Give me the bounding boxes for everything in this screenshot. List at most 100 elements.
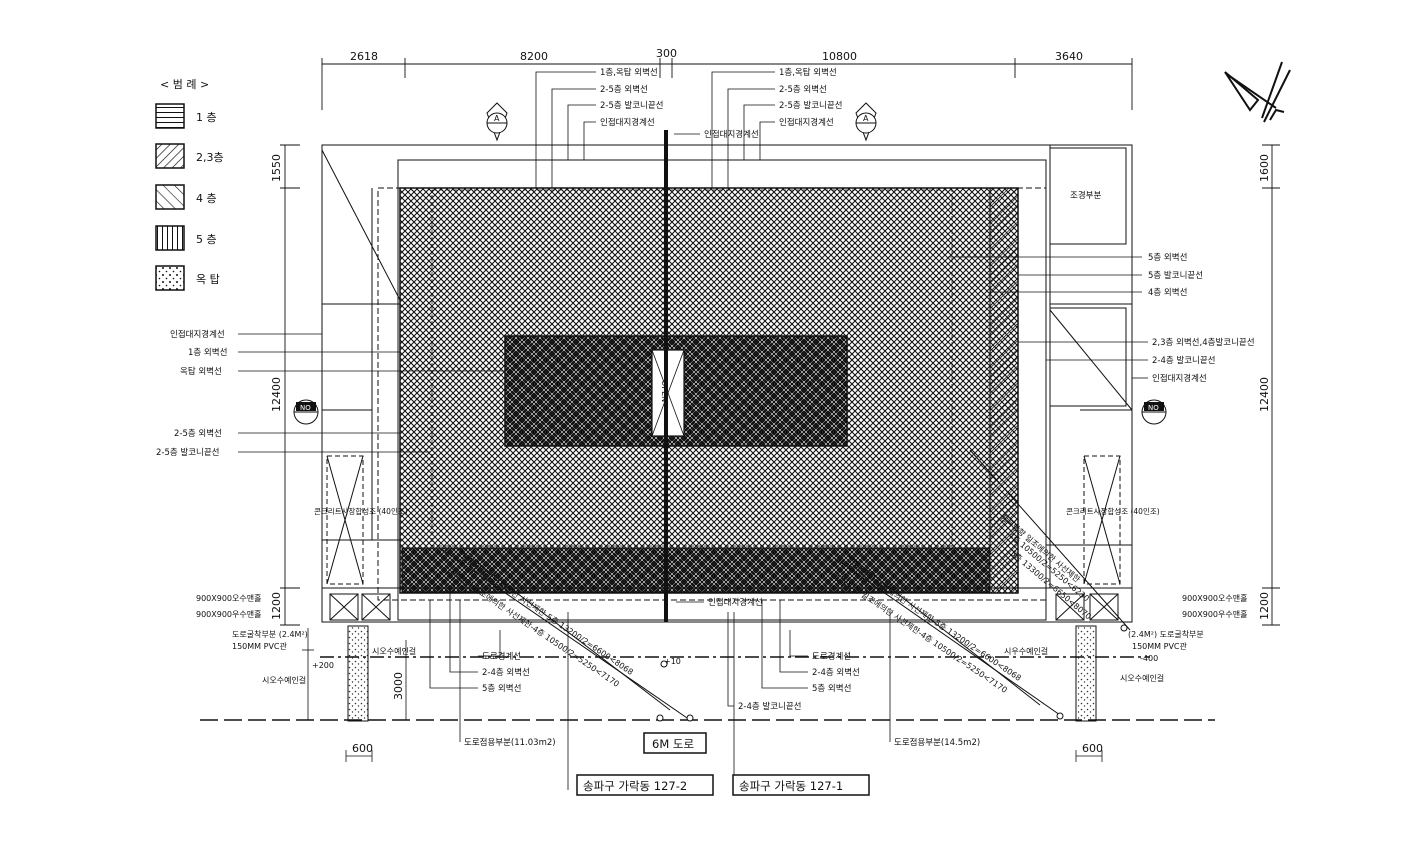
label-center-boundary-top: 인접대지경계선 <box>704 129 759 140</box>
section-marker-letter: A <box>494 114 500 123</box>
top-dimension-line <box>321 58 1133 110</box>
parking-left-label: 콘크리트사장합성조 (40인조) <box>314 506 408 516</box>
dim-left-2: 1200 <box>270 592 283 620</box>
dim-top-4: 3640 <box>1055 50 1083 63</box>
road-occupy-right: 도로점용부분(14.5m2) <box>894 737 980 748</box>
utility-right-2: (2.4M²) 도로굴착부분 <box>1128 630 1204 639</box>
bottom-left-0: 도로경계선 <box>482 651 521 662</box>
legend-label-1f: 1 층 <box>196 111 217 124</box>
address-left-box: 송파구 가락동 127-2 <box>576 774 714 796</box>
manhole-left <box>329 593 391 621</box>
dim-top-3: 10800 <box>822 50 857 63</box>
road-label: 6M 도로 <box>652 737 694 751</box>
legend-title: < 범 례 > <box>160 78 209 91</box>
pipe-trench-right <box>1075 625 1097 722</box>
label-left-1: 1층 외벽선 <box>188 347 227 358</box>
manhole-right <box>1055 593 1119 621</box>
label-right-2: 4층 외벽선 <box>1148 287 1187 298</box>
address-left: 송파구 가락동 127-2 <box>583 779 687 793</box>
bottom-left-2: 5층 외벽선 <box>482 683 521 694</box>
side-dimension-lines <box>280 144 1280 626</box>
label-right-4: 2-4층 발코니끝선 <box>1152 355 1216 366</box>
dim-top-0: 2618 <box>350 50 378 63</box>
parking-right <box>1083 455 1121 585</box>
label-top-right-3: 인접대지경계선 <box>779 117 834 128</box>
utility-left-0: 900X900오수맨홀 <box>196 593 261 603</box>
legend-swatch-rooftop <box>155 265 185 291</box>
utility-right-1: 900X900우수맨홀 <box>1182 609 1247 619</box>
label-right-1: 5층 발코니끝선 <box>1148 270 1203 281</box>
offset-left: +200 <box>312 661 334 670</box>
label-left-3: 2-5층 외벽선 <box>174 428 222 439</box>
road-box: 6M 도로 <box>643 732 707 754</box>
parking-right-label: 콘크리트사장합성조 (40인조) <box>1066 506 1160 516</box>
label-top-left-2: 2-5층 발코니끝선 <box>600 100 664 111</box>
legend-swatch-5f <box>155 225 185 251</box>
dim-bottom-1: 600 <box>1082 742 1103 755</box>
landscape-box <box>1049 147 1127 245</box>
bottom-center-0: 인접대지경계선 <box>708 597 763 608</box>
label-left-2: 옥탑 외벽선 <box>180 366 222 377</box>
dim-bottom-0: 600 <box>352 742 373 755</box>
utility-right-3: 150MM PVC관 <box>1132 641 1188 651</box>
building-footprint: OPEN <box>399 130 1019 622</box>
dim-right-2: 1200 <box>1258 592 1271 620</box>
bottom-dim-left <box>345 750 373 762</box>
leader-dots <box>656 624 1128 722</box>
label-left-0: 인접대지경계선 <box>170 329 225 340</box>
bottom-right-2: 5층 외벽선 <box>812 683 851 694</box>
address-right-box: 송파구 가락동 127-1 <box>732 774 870 796</box>
sunlight-diagonal-right <box>829 554 1061 716</box>
label-left-4: 2-5층 발코니끝선 <box>156 447 220 458</box>
utility-left-3: 150MM PVC관 <box>232 641 288 651</box>
balcony-line <box>431 189 953 547</box>
legend-label-rooftop: 옥 탑 <box>196 273 220 286</box>
utility-right-5: 시오수예인걸 <box>1120 673 1164 683</box>
label-top-left-0: 1층,옥탑 외벽선 <box>600 67 658 78</box>
utility-left-1: 900X900우수맨홀 <box>196 609 261 619</box>
sunlight-diagonal-left <box>439 547 691 721</box>
dim-left-0: 1550 <box>270 154 283 182</box>
bottom-right-0: 도로경계선 <box>812 651 851 662</box>
utility-right-4: 시우수예인걸 <box>1004 646 1048 656</box>
utility-left-5: 시오수예인걸 <box>262 675 306 685</box>
offset-right: -400 <box>1140 654 1158 663</box>
side-marker-left: NO <box>293 399 319 425</box>
side-marker-right: NO <box>1141 399 1167 425</box>
north-arrow-icon <box>1224 61 1291 123</box>
utility-left-4: 시오수예인걸 <box>372 646 416 656</box>
side-marker-text: NO <box>300 404 311 412</box>
dim-right-0: 1600 <box>1258 154 1271 182</box>
label-top-right-0: 1층,옥탑 외벽선 <box>779 67 837 78</box>
road-occupy-left: 도로점용부분(11.03m2) <box>464 737 556 748</box>
building-south-strip <box>401 547 991 593</box>
section-marker-a-right: A <box>855 102 877 142</box>
label-top-left-1: 2-5층 외벽선 <box>600 84 648 95</box>
pipe-trench-left <box>347 625 369 722</box>
address-right: 송파구 가락동 127-1 <box>739 779 843 793</box>
side-marker-text: NO <box>1148 404 1159 412</box>
leader-lines <box>238 71 1148 790</box>
legend-label-2-3f: 2,3층 <box>196 151 224 164</box>
label-right-5: 인접대지경계선 <box>1152 373 1207 384</box>
parking-left <box>326 455 364 585</box>
bottom-dim-right <box>1075 750 1103 762</box>
dim-3000: 3000 <box>392 672 405 700</box>
legend-swatch-1f <box>155 103 185 129</box>
label-right-3: 2,3층 외벽선,4층발코니끝선 <box>1152 337 1255 348</box>
dim-right-1: 12400 <box>1258 377 1271 412</box>
legend-swatch-4f <box>155 184 185 210</box>
diag-right-upper-1: 4층 10500/2=5250<6230 <box>1007 531 1091 604</box>
label-right-0: 5층 외벽선 <box>1148 252 1187 263</box>
dim-top-2: 300 <box>656 47 677 60</box>
sunlight-diagonal-right-upper <box>969 449 1131 631</box>
legend: < 범 례 > 1 층 2,3층 4 층 5 층 옥 탑 <box>155 78 224 291</box>
utility-left-2: 도로굴착부분 (2.4M²) <box>232 630 308 639</box>
label-top-left-3: 인접대지경계선 <box>600 117 655 128</box>
legend-label-4f: 4 층 <box>196 192 217 205</box>
bottom-left-1: 2-4층 외벽선 <box>482 667 530 678</box>
section-marker-letter: A <box>863 114 869 123</box>
bottom-center-1: 2-4층 발코니끝선 <box>738 701 802 712</box>
legend-label-5f: 5 층 <box>196 233 217 246</box>
legend-swatch-2-3f <box>155 143 185 169</box>
